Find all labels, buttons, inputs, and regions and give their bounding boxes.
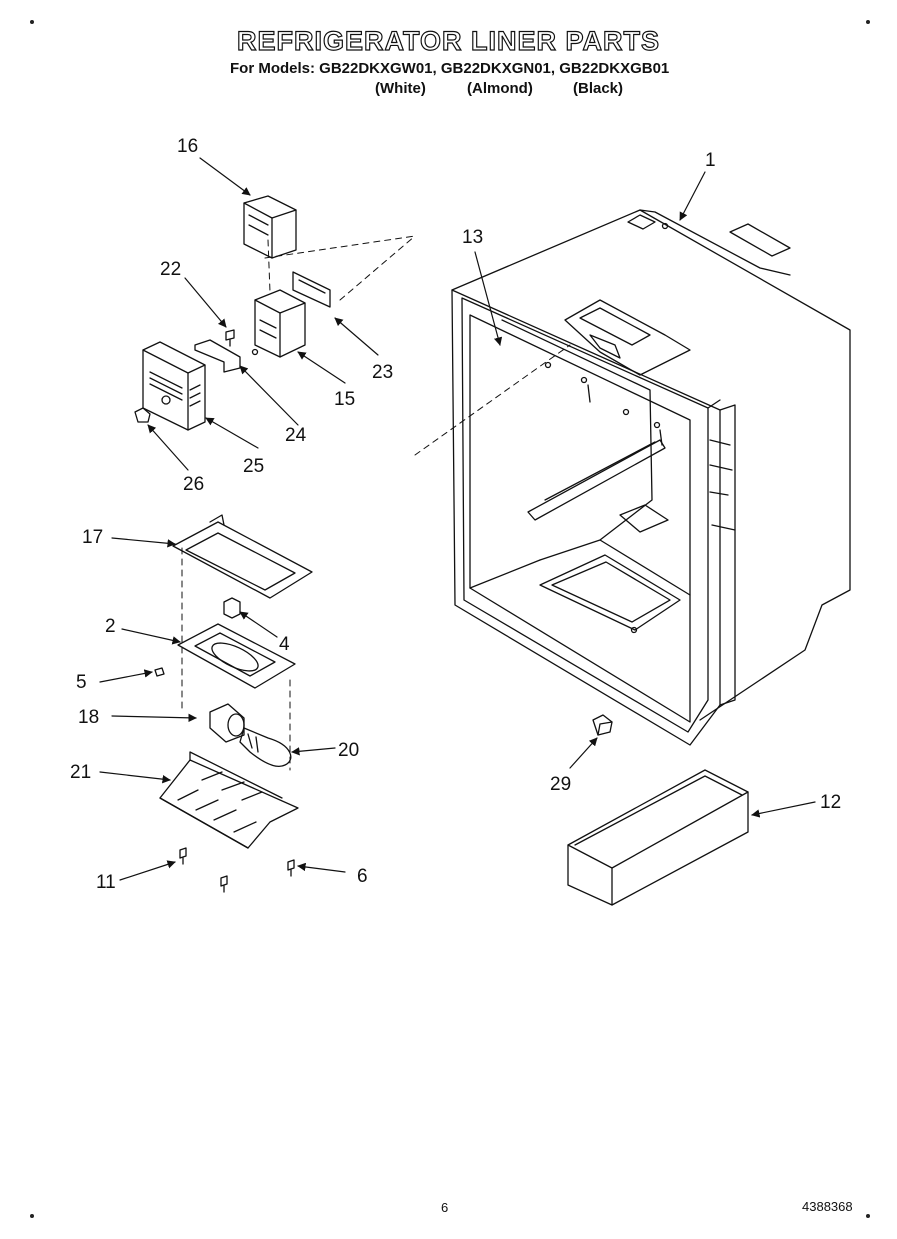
model-list: For Models: GB22DKXGW01, GB22DKXGN01, GB… (230, 60, 670, 77)
liner-cabinet (451, 209, 851, 746)
callout-25: 25 (243, 456, 264, 477)
corner-mark (866, 20, 870, 24)
part-15-housing (254, 289, 306, 358)
callout-29: 29 (550, 774, 571, 795)
loose-screw (220, 875, 228, 893)
part-25-control-box (142, 341, 206, 431)
callout-5: 5 (76, 672, 87, 693)
page-title: REFRIGERATOR LINER PARTS (236, 25, 660, 56)
part-18-socket (209, 703, 245, 743)
leader-lines (99, 157, 816, 881)
part-4-socket (223, 597, 241, 619)
part-23-bracket (292, 271, 331, 308)
callout-15: 15 (334, 389, 355, 410)
callout-26: 26 (183, 474, 204, 495)
part-24-clip (194, 339, 259, 373)
callout-21: 21 (70, 762, 91, 783)
part-22-screw (225, 329, 235, 347)
part-6-screw (287, 859, 295, 877)
projection-lines (181, 235, 571, 771)
variant-white: (White) (375, 80, 426, 97)
page-number: 6 (441, 1200, 449, 1215)
corner-mark (866, 1214, 870, 1218)
document-number: 4388368 (802, 1199, 853, 1214)
part-16-cover (243, 195, 297, 259)
corner-mark (30, 20, 34, 24)
callout-11: 11 (96, 872, 116, 893)
callout-labels: 1 2 4 5 6 11 12 13 15 16 17 18 20 21 22 … (70, 136, 841, 893)
part-17-bracket (172, 514, 313, 599)
part-2-shield (177, 623, 296, 689)
callout-2: 2 (105, 616, 116, 637)
part-26-knob (134, 407, 151, 423)
callout-12: 12 (820, 792, 841, 813)
callout-18: 18 (78, 707, 99, 728)
corner-mark (30, 1214, 34, 1218)
callout-22: 22 (160, 259, 181, 280)
callout-16: 16 (177, 136, 198, 157)
variant-black: (Black) (573, 80, 624, 97)
callout-6: 6 (357, 866, 368, 887)
callout-20: 20 (338, 740, 359, 761)
callout-13: 13 (462, 227, 483, 248)
callout-4: 4 (279, 634, 290, 655)
part-29-plug (592, 714, 613, 736)
variant-almond: (Almond) (467, 80, 533, 97)
callout-1: 1 (705, 150, 716, 171)
part-11-screw (179, 847, 187, 865)
callout-23: 23 (372, 362, 393, 383)
part-5-screw (154, 667, 165, 677)
part-20-bulb (239, 727, 292, 767)
callout-17: 17 (82, 527, 103, 548)
callout-24: 24 (285, 425, 307, 446)
part-12-bin (567, 769, 749, 906)
front-frame (451, 289, 721, 746)
part-21-tray (159, 751, 299, 849)
